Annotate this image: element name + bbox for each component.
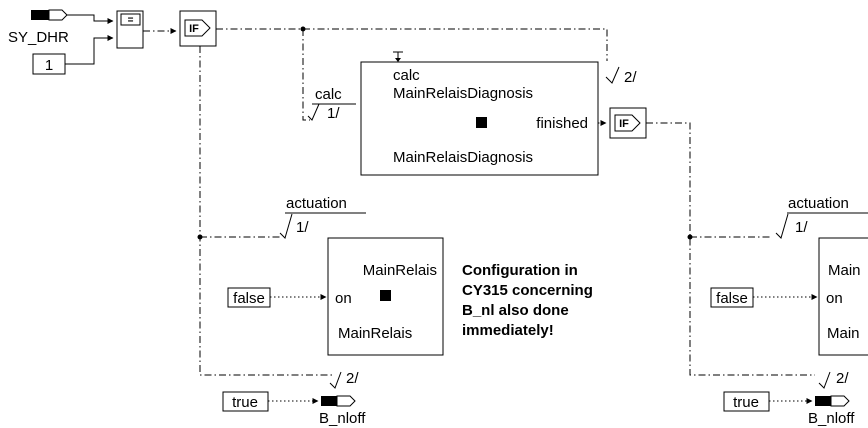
- wire-sy-dhr: [67, 14, 114, 24]
- actuation-left-label: actuation: [286, 195, 347, 212]
- flow-if1-right: [216, 28, 608, 61]
- wire-const: [65, 35, 114, 65]
- actuation-left-tick: [279, 213, 293, 239]
- false-const-left[interactable]: false: [227, 287, 271, 308]
- flow-if2-down: [646, 122, 815, 376]
- note-line-3: B_nl also done: [462, 302, 569, 319]
- relais-left-state-marker: [380, 290, 391, 301]
- relais-left-title: MainRelais: [363, 262, 437, 279]
- relais-right-footer: Main: [827, 325, 860, 342]
- actuation-right-label: actuation: [788, 195, 849, 212]
- seq2-tick-top: [605, 66, 620, 84]
- seq2-right: 2/: [836, 370, 849, 387]
- true-right-label: true: [733, 394, 759, 411]
- note-line-4: immediately!: [462, 322, 554, 339]
- b-nloff-right-label: B_nloff: [808, 410, 855, 427]
- diag-port-finished: finished: [536, 115, 588, 132]
- calc-seq: 1/: [327, 105, 340, 122]
- false-right-label: false: [716, 290, 748, 307]
- false-left-label: false: [233, 290, 265, 307]
- diag-port-calc: calc: [393, 67, 420, 84]
- true-const-left[interactable]: true: [222, 391, 269, 412]
- b-nloff-output-left[interactable]: [321, 395, 356, 407]
- seq2-top: 2/: [624, 69, 637, 86]
- relais-right-title: Main: [828, 262, 861, 279]
- relais-right-port-on: on: [826, 290, 843, 307]
- const-one-block[interactable]: 1: [32, 53, 66, 75]
- seq2-tick-right: [818, 371, 831, 389]
- diag-footer: MainRelaisDiagnosis: [393, 149, 533, 166]
- true-left-label: true: [232, 394, 258, 411]
- seq2-tick-left: [329, 371, 342, 389]
- actuation-left-seq: 1/: [296, 219, 309, 236]
- sy-dhr-input[interactable]: [31, 9, 68, 21]
- if-2-label: IF: [619, 118, 629, 130]
- actuation-right-tick: [775, 213, 789, 239]
- seq2-left: 2/: [346, 370, 359, 387]
- b-nloff-output-right[interactable]: [815, 395, 850, 407]
- relais-block-right[interactable]: Main on Main: [818, 237, 868, 356]
- false-const-right[interactable]: false: [710, 287, 754, 308]
- sy-dhr-label: SY_DHR: [8, 29, 69, 46]
- equal-op-label: =: [128, 15, 134, 26]
- const-one-label: 1: [45, 57, 53, 74]
- flow-to-calc: [302, 29, 310, 121]
- note-line-1: Configuration in: [462, 262, 578, 279]
- junction-left: [197, 234, 203, 240]
- equal-comparator[interactable]: =: [116, 10, 144, 49]
- true-const-right[interactable]: true: [723, 391, 770, 412]
- diag-title: MainRelaisDiagnosis: [393, 85, 533, 102]
- flow-if1-down: [199, 46, 332, 376]
- actuation-right-seq: 1/: [795, 219, 808, 236]
- junction-top: [300, 26, 306, 32]
- if-block-1[interactable]: IF: [179, 10, 217, 47]
- relais-left-port-on: on: [335, 290, 352, 307]
- if-1-label: IF: [189, 23, 199, 35]
- calc-label: calc: [315, 86, 342, 103]
- diag-block[interactable]: calc MainRelaisDiagnosis finished MainRe…: [360, 51, 599, 176]
- junction-right: [687, 234, 693, 240]
- relais-block-left[interactable]: MainRelais on MainRelais: [327, 237, 444, 356]
- if-block-2[interactable]: IF: [609, 107, 647, 139]
- note-line-2: CY315 concerning: [462, 282, 593, 299]
- relais-left-footer: MainRelais: [338, 325, 412, 342]
- diag-state-marker: [476, 117, 487, 128]
- configuration-note: Configuration in CY315 concerning B_nl a…: [462, 262, 593, 339]
- calc-tick: [307, 103, 320, 121]
- b-nloff-left-label: B_nloff: [319, 410, 366, 427]
